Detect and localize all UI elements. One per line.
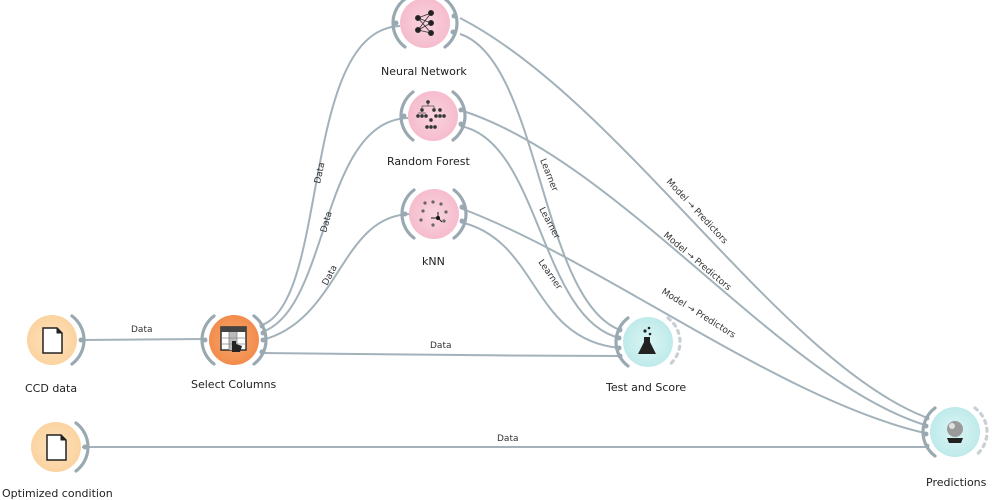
output-anchor-dot xyxy=(259,349,265,355)
node-knn[interactable]: kNN xyxy=(400,188,468,268)
input-anchor[interactable] xyxy=(921,406,937,458)
output-anchor-dot xyxy=(459,218,465,224)
input-anchor[interactable] xyxy=(614,316,630,368)
crystal-ball-icon xyxy=(947,421,963,443)
node-neural-network[interactable]: Neural Network xyxy=(381,0,467,78)
node-label: CCD data xyxy=(25,382,77,395)
link-label-sel-knn: Data xyxy=(321,264,340,288)
node-label: Optimized condition xyxy=(2,487,113,500)
input-anchor[interactable] xyxy=(391,0,407,49)
flask-icon xyxy=(638,326,656,354)
link-ccd-sel[interactable] xyxy=(81,338,206,341)
output-anchor[interactable] xyxy=(973,406,989,458)
link-label-sel-rf: Data xyxy=(319,210,335,233)
input-anchor-dot xyxy=(393,20,399,26)
link-label-nn-ts: Learner xyxy=(537,157,559,193)
output-anchor[interactable] xyxy=(252,314,268,366)
input-anchor-dot xyxy=(923,431,929,437)
input-anchor-dot xyxy=(617,353,623,359)
link-label-sel-ts: Data xyxy=(430,341,452,351)
file-icon xyxy=(46,434,67,461)
link-rf-pred[interactable] xyxy=(459,109,926,426)
link-label-sel-nn: Data xyxy=(313,162,327,185)
output-anchor[interactable] xyxy=(451,90,467,142)
input-anchor-dot xyxy=(202,337,208,343)
link-sel-ts[interactable] xyxy=(261,352,621,357)
output-anchor-dot xyxy=(459,204,465,210)
input-anchor-dot xyxy=(401,113,407,119)
node-predictions[interactable]: Predictions xyxy=(921,406,989,489)
knn-icon xyxy=(419,200,448,227)
node-random-forest[interactable]: Random Forest xyxy=(387,90,470,168)
output-anchor[interactable] xyxy=(452,188,468,240)
link-rf-ts[interactable] xyxy=(459,125,621,339)
output-anchor-dot xyxy=(259,323,265,329)
link-label-ccd-sel: Data xyxy=(131,325,153,335)
file-icon xyxy=(42,327,63,354)
link-nn-ts[interactable] xyxy=(459,33,621,331)
node-label: Select Columns xyxy=(191,378,277,391)
node-ccd-data[interactable]: CCD data xyxy=(25,314,86,395)
node-knn-body[interactable] xyxy=(409,189,459,239)
node-label: Random Forest xyxy=(387,155,470,168)
input-anchor[interactable] xyxy=(200,314,216,366)
node-label: Neural Network xyxy=(381,65,467,78)
input-anchor-dot xyxy=(923,423,929,429)
link-label-rf-ts: Learner xyxy=(536,206,561,241)
link-knn-ts[interactable] xyxy=(459,221,621,349)
node-label: kNN xyxy=(422,255,445,268)
output-anchor-dot xyxy=(82,444,88,450)
input-anchor-dot xyxy=(616,345,622,351)
node-label: Test and Score xyxy=(605,381,686,394)
link-sel-rf[interactable] xyxy=(261,117,411,333)
node-nn-body[interactable] xyxy=(400,0,450,48)
node-rf-body[interactable] xyxy=(408,91,458,141)
link-nn-pred[interactable] xyxy=(459,17,926,418)
input-anchor-dot xyxy=(616,335,622,341)
output-anchor-dot xyxy=(260,330,266,336)
node-select-columns[interactable]: Select Columns xyxy=(191,314,277,391)
output-anchor-dot xyxy=(260,337,266,343)
link-sel-knn[interactable] xyxy=(261,213,411,341)
output-anchor[interactable] xyxy=(70,314,86,366)
output-anchor-dot xyxy=(458,121,464,127)
output-anchor-dot xyxy=(450,29,456,35)
node-label: Predictions xyxy=(926,476,987,489)
input-anchor-dot xyxy=(402,211,408,217)
node-test-and-score[interactable]: Test and Score xyxy=(605,316,686,394)
link-label-opt-pred: Data xyxy=(497,434,519,444)
output-anchor[interactable] xyxy=(74,421,90,473)
node-optimized-condition[interactable]: Optimized condition xyxy=(2,421,113,500)
link-sel-nn[interactable] xyxy=(261,25,401,326)
link-knn-pred[interactable] xyxy=(459,207,926,434)
input-anchor-dot xyxy=(924,443,930,449)
output-anchor-dot xyxy=(78,337,84,343)
output-anchor-dot xyxy=(451,13,457,19)
neural-network-icon xyxy=(414,9,434,36)
input-anchor[interactable] xyxy=(399,90,415,142)
output-anchor-dot xyxy=(458,107,464,113)
input-anchor[interactable] xyxy=(400,188,416,240)
output-anchor[interactable] xyxy=(666,316,682,368)
input-anchor-dot xyxy=(924,415,930,421)
random-forest-icon xyxy=(416,100,446,129)
select-columns-icon xyxy=(220,326,247,352)
input-anchor-dot xyxy=(617,327,623,333)
